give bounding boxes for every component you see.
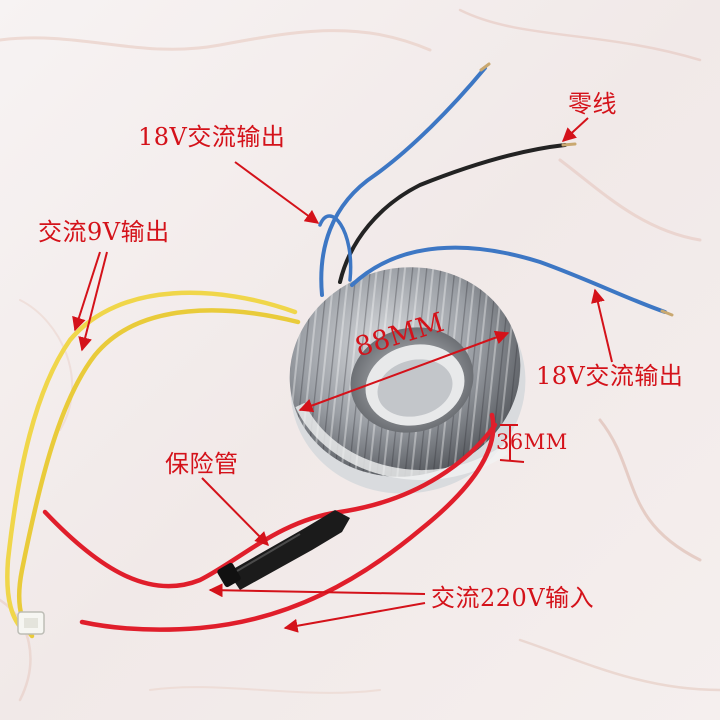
annotation-arrows	[72, 117, 613, 633]
blue-black-wires	[318, 62, 674, 317]
connector-plug	[17, 611, 45, 635]
height-label: 36MM	[496, 430, 568, 454]
ac-18v-output-label-right: 18V交流输出	[536, 362, 684, 390]
ac-220v-input-label: 交流220V输入	[431, 584, 595, 612]
ac-18v-output-label-top: 18V交流输出	[138, 123, 286, 151]
ac-9v-output-label: 交流9V输出	[38, 218, 170, 246]
fuse-holder	[217, 510, 350, 590]
fuse-label: 保险管	[165, 450, 239, 478]
neutral-wire-label: 零线	[568, 90, 617, 118]
yellow-wires	[5, 290, 301, 639]
